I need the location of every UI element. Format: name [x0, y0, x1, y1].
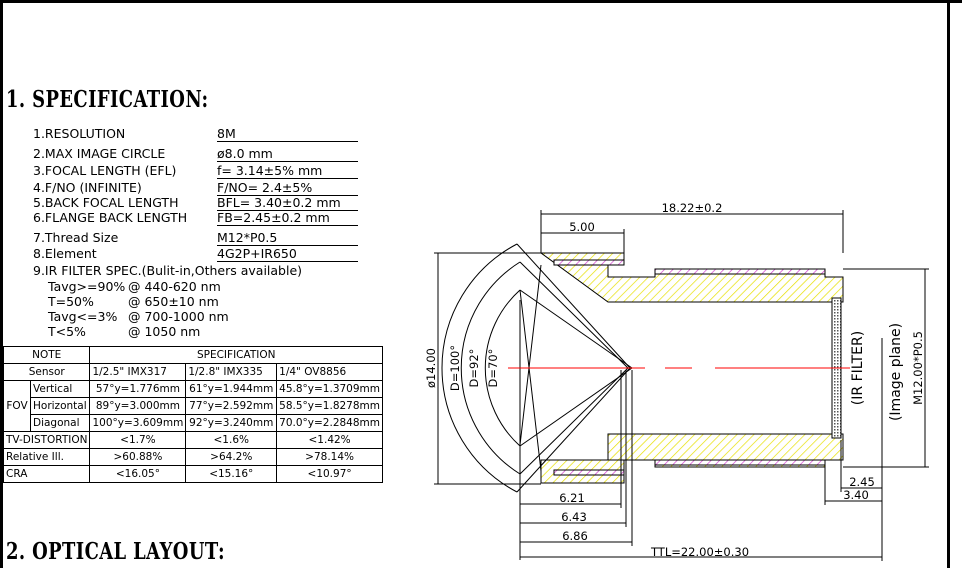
fov-cell: 45.8°y=1.3709mm — [276, 380, 383, 398]
table-row: Diagonal 100°y=3.609mm 92°y=3.240mm 70.0… — [4, 414, 383, 432]
ir-condition: Tavg<=3% — [48, 309, 118, 324]
ir-filter-title: 9.IR FILTER SPEC.(Bulit-in,Others availa… — [33, 263, 303, 278]
table-row: Sensor 1/2.5" IMX317 1/2.8" IMX335 1/4" … — [2, 363, 383, 381]
frame-border-left — [0, 0, 3, 568]
spec-label: 4.F/NO (INFINITE) — [33, 180, 142, 195]
ir-condition: T=50% — [48, 294, 94, 309]
spec-value: 8M — [217, 127, 358, 142]
spec-label: 2.MAX IMAGE CIRCLE — [33, 146, 166, 161]
table-cell: <16.05° — [89, 465, 187, 483]
fov-arc-70 — [484, 289, 521, 447]
dim-245: 2.45 — [849, 475, 875, 489]
spec-value: 4G2P+IR650 — [217, 247, 358, 262]
fov-row-label: Horizontal — [29, 397, 91, 415]
dim-overall-length: 18.22±0.2 — [662, 201, 723, 215]
table-row: Horizontal 89°y=3.000mm 77°y=2.592mm 58.… — [4, 397, 383, 415]
table-cell: >78.14% — [276, 448, 383, 466]
retainer-upper — [553, 259, 625, 266]
table-cell: <10.97° — [276, 465, 383, 483]
specification-heading: 1. SPECIFICATION: — [6, 86, 209, 113]
retainer-lower — [553, 469, 625, 476]
ir-range: @ 1050 nm — [128, 324, 201, 339]
dim-621: 6.21 — [559, 491, 585, 505]
fov-100-label: D=100° — [448, 345, 462, 391]
fov-cell: 57°y=1.776mm — [89, 380, 187, 398]
fov-cell: 61°y=1.944mm — [185, 380, 278, 398]
fov-rays — [516, 243, 633, 493]
row-label: Relative Ill. — [2, 448, 91, 466]
barrel-lower — [540, 433, 844, 484]
spec-label: 3.FOCAL LENGTH (EFL) — [33, 163, 177, 178]
table-row: Relative Ill. >60.88% >64.2% >78.14% — [2, 448, 383, 466]
thread-upper — [654, 268, 826, 275]
spec-value: ø8.0 mm — [217, 147, 358, 162]
ir-range: @ 650±10 nm — [128, 294, 219, 309]
spec-label: 1.RESOLUTION — [33, 126, 126, 141]
dim-flange: 5.00 — [569, 220, 595, 234]
row-label: CRA — [2, 465, 91, 483]
fov-92-label: D=92° — [467, 349, 481, 388]
table-row: CRA <16.05° <15.16° <10.97° — [2, 465, 383, 483]
spec-label: 7.Thread Size — [33, 230, 119, 245]
spec-label: 5.BACK FOCAL LENGTH — [33, 195, 179, 210]
spec-value: F/NO= 2.4±5% — [217, 181, 358, 196]
frame-border-right — [947, 0, 950, 568]
frame-border-top — [0, 0, 962, 3]
thread-lower — [654, 459, 826, 466]
spec-value: M12*P0.5 — [217, 231, 358, 246]
fov-cell: 100°y=3.609mm — [89, 414, 187, 432]
ir-condition: Tavg>=90% — [48, 279, 126, 294]
spec-value: BFL= 3.40±0.2 mm — [217, 196, 358, 211]
ir-range: @ 440-620 nm — [128, 279, 221, 294]
fov-cell: 92°y=3.240mm — [185, 414, 278, 432]
table-row: FOV Vertical 57°y=1.776mm 61°y=1.944mm 4… — [3, 380, 383, 432]
sensor-cell: 1/2.8" IMX335 — [185, 363, 278, 381]
optical-layout-heading: 2. OPTICAL LAYOUT: — [6, 538, 225, 565]
fov-arc-92 — [460, 261, 521, 475]
dim-diameter: ø14.00 — [424, 348, 438, 388]
ir-condition: T<5% — [48, 324, 86, 339]
row-label: TV-DISTORTION — [2, 431, 91, 449]
image-plane-label: (Image plane) — [888, 323, 904, 421]
table-cell: >64.2% — [185, 448, 278, 466]
fov-row-label: Diagonal — [29, 414, 91, 432]
fov-cell: 77°y=2.592mm — [185, 397, 278, 415]
ir-range: @ 700-1000 nm — [128, 309, 229, 324]
dim-686: 6.86 — [562, 529, 588, 543]
dim-643: 6.43 — [561, 510, 587, 524]
thread-dimension: M12.00*P0.5 — [911, 331, 925, 405]
fov-70-label: D=70° — [486, 349, 500, 388]
fov-arc-100 — [441, 243, 518, 493]
spec-label: 8.Element — [33, 246, 97, 261]
dimension-lines — [434, 210, 929, 561]
ttl-dimension: TTL=22.00±0.30 — [650, 545, 749, 559]
spec-value: f= 3.14±5% mm — [217, 164, 358, 179]
spec-label: 6.FLANGE BACK LENGTH — [33, 210, 188, 225]
fov-spec-table: NOTE SPECIFICATION Sensor 1/2.5" IMX317 … — [2, 346, 383, 483]
dim-340: 3.40 — [843, 488, 869, 502]
spec-value: FB=2.45±0.2 mm — [217, 211, 358, 226]
ir-filter-label: (IR FILTER) — [850, 331, 866, 405]
